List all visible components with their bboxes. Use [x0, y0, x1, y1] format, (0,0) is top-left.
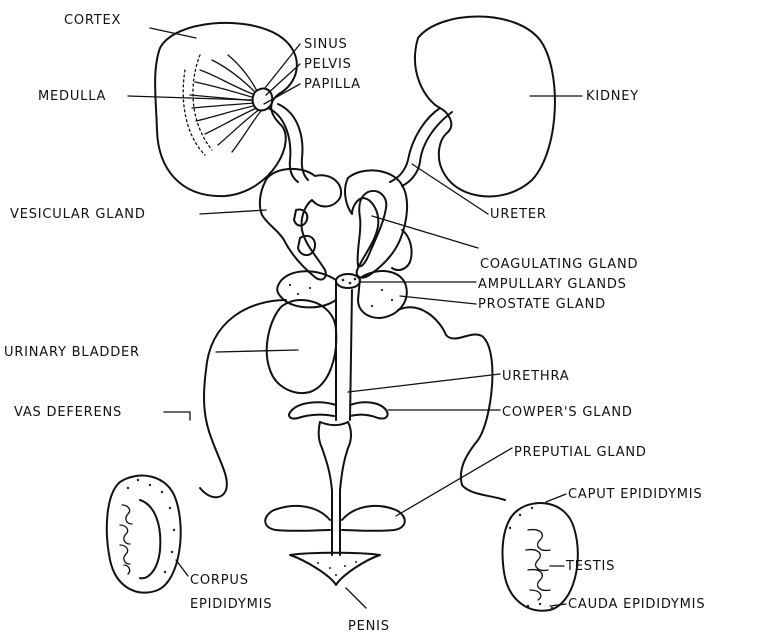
label-papilla: PAPILLA: [304, 77, 361, 92]
coagulating-glands: [294, 191, 412, 270]
leader-ureter: [412, 164, 488, 214]
cowpers-glands: [289, 402, 387, 418]
leader-penis: [346, 588, 366, 608]
leader-vas: [164, 412, 190, 420]
right-kidney: [390, 17, 555, 197]
label-preputial-gland: PREPUTIAL GLAND: [514, 445, 647, 460]
label-medulla: MEDULLA: [38, 89, 106, 104]
penis: [290, 422, 380, 585]
label-vas-deferens: VAS DEFERENS: [14, 405, 122, 420]
label-corpus-line2: EPIDIDYMIS: [190, 597, 272, 612]
urethra: [336, 290, 352, 420]
label-ureter: URETER: [490, 207, 547, 222]
label-vesicular-gland: VESICULAR GLAND: [10, 207, 146, 222]
leader-corpus: [176, 560, 188, 576]
label-urethra: URETHRA: [502, 369, 569, 384]
label-cauda-epididymis: CAUDA EPIDIDYMIS: [568, 597, 705, 612]
leader-cortex: [150, 28, 196, 38]
label-sinus: SINUS: [304, 37, 348, 52]
label-penis: PENIS: [348, 619, 390, 634]
leader-medulla: [128, 96, 252, 100]
label-cortex: CORTEX: [64, 13, 121, 28]
preputial-glands: [265, 506, 405, 531]
label-caput-epididymis: CAPUT EPIDIDYMIS: [568, 487, 702, 502]
leader-caput: [546, 494, 566, 502]
label-testis: TESTIS: [565, 559, 615, 574]
leader-urethra: [348, 374, 500, 392]
left-vesicular-gland: [260, 169, 341, 280]
label-urinary-bladder: URINARY BLADDER: [4, 345, 140, 360]
label-ampullary-glands: AMPULLARY GLANDS: [478, 277, 627, 292]
leader-prostate: [400, 296, 476, 304]
label-prostate-gland: PROSTATE GLAND: [478, 297, 606, 312]
vas-deferens: [200, 300, 505, 500]
leader-lines: [128, 28, 582, 608]
label-cowpers-gland: COWPER'S GLAND: [502, 405, 633, 420]
ampullary-glands: [336, 274, 360, 288]
label-pelvis: PELVIS: [304, 57, 352, 72]
labels: CORTEX SINUS PELVIS PAPILLA MEDULLA KIDN…: [4, 13, 705, 634]
leader-vesicular: [200, 210, 266, 214]
label-kidney: KIDNEY: [586, 89, 639, 104]
leader-sinus: [265, 44, 300, 88]
label-coagulating-gland: COAGULATING GLAND: [480, 257, 638, 272]
left-testis: [107, 476, 181, 593]
label-corpus-line1: CORPUS: [190, 573, 249, 588]
right-testis: [503, 503, 578, 611]
leader-bladder: [216, 350, 298, 352]
leader-coagulating: [372, 216, 478, 248]
leader-preputial: [396, 448, 512, 516]
urinary-bladder: [267, 300, 337, 393]
